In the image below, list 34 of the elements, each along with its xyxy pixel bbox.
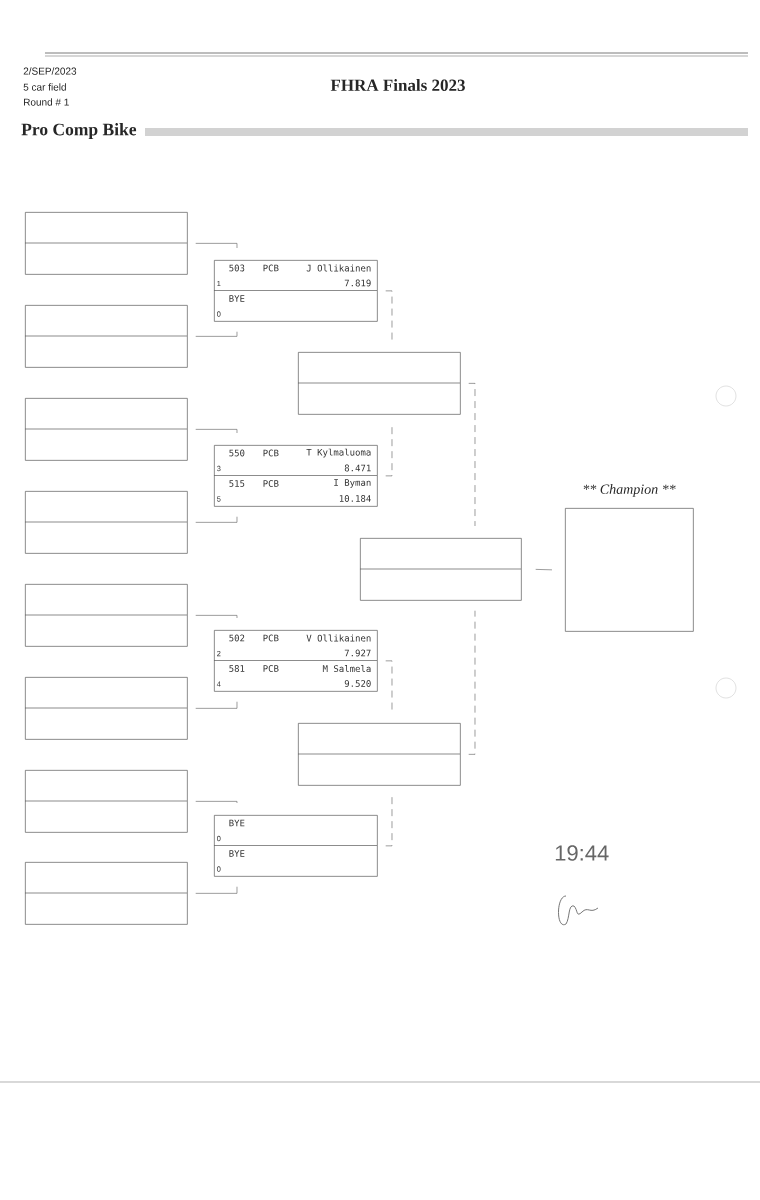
bracket-line	[468, 383, 476, 527]
bracket-line	[195, 331, 238, 337]
page-title: FHRA Finals 2023	[330, 79, 465, 91]
bracket-line	[385, 795, 393, 847]
bracket-box	[24, 862, 188, 925]
bracket-line	[385, 290, 393, 341]
bracket-box	[297, 352, 461, 415]
bracket-line	[385, 660, 393, 712]
section-heading: Pro Comp Bike	[21, 123, 137, 139]
bracket-line	[385, 424, 393, 477]
bracket-line	[195, 801, 238, 804]
bracket-box	[359, 538, 522, 601]
bracket-line	[195, 886, 238, 894]
bracket-box	[24, 305, 188, 368]
header-text: Round # 1	[24, 98, 69, 106]
bracket-line	[195, 243, 238, 249]
node-label: ** Champion **	[583, 484, 676, 497]
header-text: 5 car field	[23, 83, 66, 91]
bracket-box	[24, 677, 188, 740]
bracket-line	[195, 516, 238, 523]
bracket-box	[24, 491, 188, 554]
bracket-box	[24, 212, 188, 275]
bracket-box	[24, 770, 188, 833]
bracket-line	[468, 610, 476, 755]
bracket-line	[195, 615, 238, 619]
handwritten-time: 19:44	[555, 845, 609, 861]
bracket-line	[535, 569, 553, 571]
bracket-box	[24, 584, 188, 647]
bracket-box	[24, 398, 188, 461]
header-text: 2/SEP/2023	[23, 67, 77, 75]
champion-box: ** Champion **	[565, 484, 694, 632]
bracket-line	[195, 701, 238, 709]
bracket-line	[195, 429, 238, 434]
bracket-box	[297, 723, 461, 786]
